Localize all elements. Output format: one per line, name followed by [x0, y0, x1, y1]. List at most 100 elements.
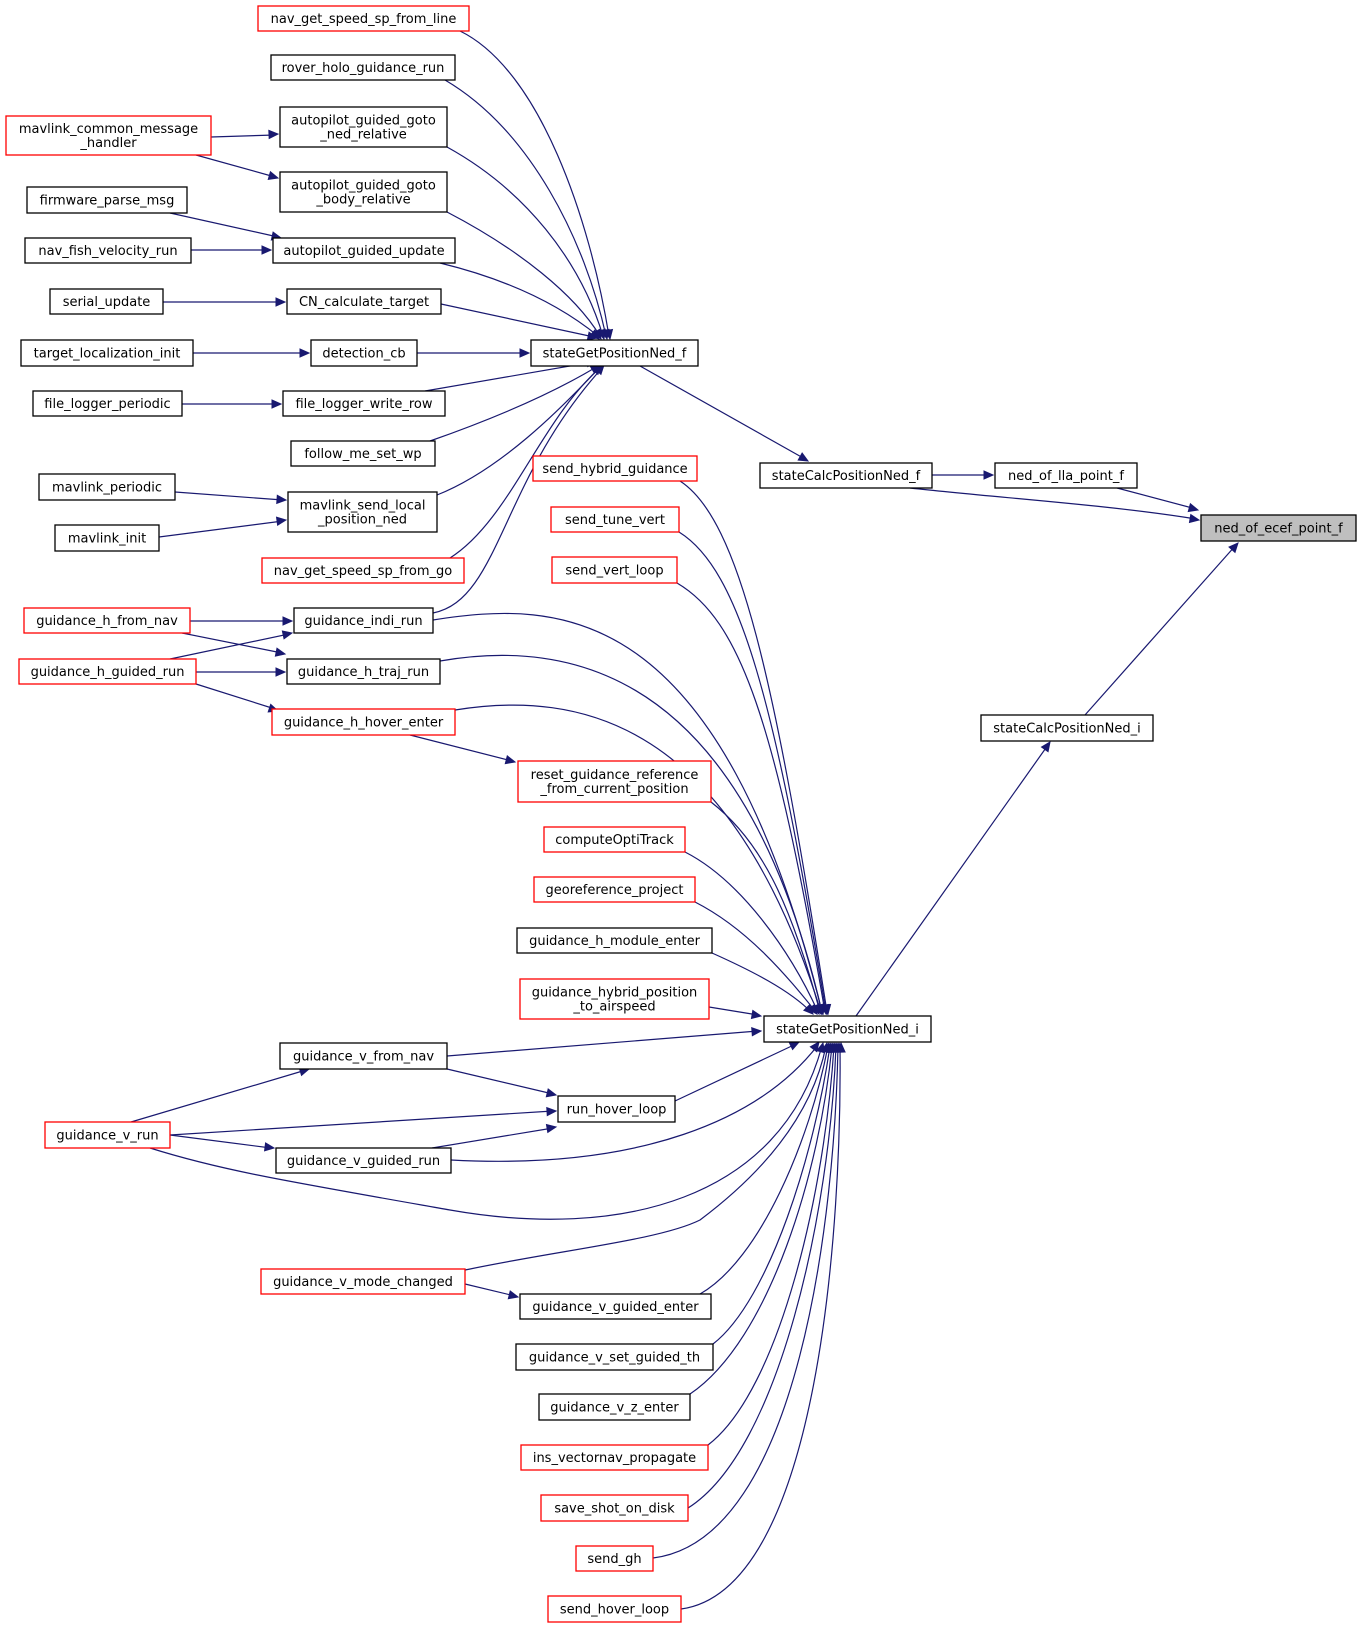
function-node[interactable]: nav_fish_velocity_run [24, 237, 192, 264]
function-node[interactable]: rover_holo_guidance_run [270, 54, 456, 81]
function-node[interactable]: guidance_indi_run [293, 607, 434, 634]
function-node[interactable]: georeference_project [533, 876, 696, 903]
function-node[interactable]: file_logger_write_row [282, 390, 446, 417]
function-node[interactable]: autopilot_guided_goto_ned_relative [279, 106, 448, 148]
function-node[interactable]: follow_me_set_wp [290, 440, 436, 467]
call-edge-line [432, 366, 604, 614]
function-node[interactable]: file_logger_periodic [32, 390, 183, 417]
call-edge-line [652, 1045, 839, 1559]
node-box [530, 339, 699, 367]
function-node[interactable]: send_hover_loop [547, 1595, 682, 1623]
node-label: guidance_v_run [56, 1129, 158, 1144]
node-box [286, 288, 442, 315]
node-box [575, 1545, 654, 1572]
function-node[interactable]: detection_cb [310, 339, 418, 367]
function-node[interactable]: firmware_parse_msg [26, 186, 188, 214]
node-box [538, 1393, 691, 1421]
function-node[interactable]: run_hover_loop [557, 1095, 676, 1123]
function-node[interactable]: save_shot_on_disk [540, 1494, 689, 1522]
node-label: guidance_hybrid_position [532, 986, 698, 1001]
function-node[interactable]: mavlink_init [54, 524, 160, 552]
function-node[interactable]: mavlink_common_message_handler [5, 115, 212, 156]
function-node[interactable]: guidance_v_mode_changed [260, 1268, 466, 1295]
arrowhead-icon [275, 667, 287, 677]
function-node[interactable]: guidance_v_z_enter [538, 1393, 691, 1421]
call-edge-line [210, 134, 276, 138]
node-box [261, 557, 465, 584]
call-edge [193, 348, 311, 358]
node-label: firmware_parse_msg [40, 194, 175, 209]
function-node[interactable]: stateCalcPositionNed_i [980, 714, 1154, 742]
node-box [293, 607, 434, 634]
call-edge [169, 1134, 276, 1152]
call-edge [439, 262, 600, 340]
function-node[interactable]: mavlink_periodic [38, 473, 176, 501]
node-box [38, 473, 176, 501]
arrowhead-icon [809, 1041, 820, 1053]
node-box [547, 1595, 682, 1623]
function-node[interactable]: guidance_v_run [44, 1121, 171, 1149]
function-node[interactable]: stateCalcPositionNed_f [759, 462, 933, 489]
node-label: send_tune_vert [565, 513, 665, 528]
function-node[interactable]: guidance_v_guided_run [275, 1147, 452, 1174]
node-label: ned_of_lla_point_f [1008, 469, 1124, 484]
function-node[interactable]: CN_calculate_target [286, 288, 442, 315]
function-node[interactable]: send_tune_vert [550, 506, 680, 533]
function-node[interactable]: computeOptiTrack [543, 826, 686, 853]
function-node[interactable]: guidance_h_module_enter [516, 927, 713, 954]
function-node[interactable]: guidance_h_hover_enter [271, 708, 456, 736]
node-box [260, 1268, 466, 1295]
call-edge [674, 1041, 801, 1102]
call-edge-line [459, 30, 610, 337]
function-node[interactable]: ned_of_ecef_point_f [1200, 514, 1357, 542]
call-edge-line [450, 1044, 819, 1162]
function-node[interactable]: ins_vectornav_propagate [520, 1444, 709, 1471]
function-node[interactable]: target_localization_init [20, 339, 194, 367]
function-node[interactable]: guidance_h_from_nav [23, 607, 191, 634]
node-box [32, 390, 183, 417]
call-edge-line [149, 1045, 823, 1220]
function-node[interactable]: send_gh [575, 1545, 654, 1572]
arrowhead-icon [788, 1041, 801, 1051]
function-node[interactable]: send_vert_loop [551, 556, 678, 584]
function-node[interactable]: nav_get_speed_sp_from_line [257, 5, 470, 32]
call-edge [855, 740, 1051, 1017]
node-label: nav_get_speed_sp_from_line [271, 12, 457, 27]
function-node[interactable]: guidance_h_guided_run [18, 658, 197, 685]
call-edge-line [1116, 487, 1197, 510]
function-node[interactable]: autopilot_guided_update [272, 237, 456, 264]
arrowhead-icon [1040, 740, 1051, 753]
function-node[interactable]: guidance_hybrid_position_to_airspeed [519, 978, 710, 1020]
arrowhead-icon [545, 1123, 558, 1134]
function-node[interactable]: guidance_v_set_guided_th [515, 1343, 714, 1371]
node-label: send_vert_loop [565, 564, 663, 579]
function-node[interactable]: guidance_v_guided_enter [519, 1293, 712, 1320]
function-node[interactable]: guidance_v_from_nav [279, 1042, 448, 1070]
function-node[interactable]: nav_get_speed_sp_from_go [261, 557, 465, 584]
call-edge [909, 487, 1201, 524]
call-edge-line [855, 744, 1049, 1017]
node-label: autopilot_guided_goto [291, 114, 436, 129]
call-edge [130, 1067, 311, 1123]
function-node[interactable]: stateGetPositionNed_f [530, 339, 699, 367]
call-edge-line [130, 1069, 307, 1123]
call-edge-line [169, 212, 279, 238]
node-box [310, 339, 418, 367]
function-node[interactable]: send_hybrid_guidance [532, 455, 698, 482]
function-node[interactable]: autopilot_guided_goto_body_relative [279, 171, 448, 213]
function-node[interactable]: reset_guidance_reference_from_current_po… [517, 760, 712, 803]
node-label: stateGetPositionNed_f [543, 347, 687, 362]
call-edge-line [181, 632, 283, 654]
call-edge [174, 491, 288, 505]
node-box [271, 708, 456, 736]
call-edge [459, 30, 614, 341]
function-node[interactable]: ned_of_lla_point_f [994, 462, 1138, 489]
call-edge [464, 1283, 520, 1300]
call-edge-line [674, 1043, 797, 1102]
function-node[interactable]: serial_update [49, 288, 164, 315]
node-label: _handler [79, 136, 137, 151]
function-node[interactable]: stateGetPositionNed_i [763, 1015, 932, 1043]
function-node[interactable]: mavlink_send_local_position_ned [287, 491, 438, 533]
call-edge-line [909, 487, 1197, 520]
function-node[interactable]: guidance_h_traj_run [286, 658, 441, 685]
